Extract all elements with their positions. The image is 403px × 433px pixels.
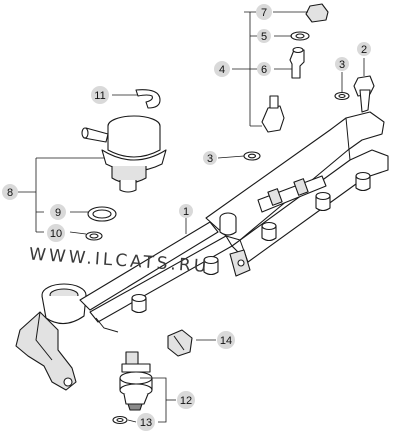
seal-13[interactable] (112, 415, 128, 425)
svg-text:11: 11 (94, 90, 105, 102)
injector-12[interactable] (119, 351, 153, 411)
svg-text:14: 14 (220, 335, 232, 347)
washer-3-b[interactable] (334, 91, 350, 101)
svg-text:4: 4 (219, 64, 225, 76)
svg-text:3: 3 (339, 59, 345, 71)
callout-2[interactable]: 2 (357, 42, 371, 56)
callout-11[interactable]: 11 (91, 86, 109, 104)
clip-14[interactable] (167, 329, 193, 357)
svg-text:5: 5 (261, 31, 267, 43)
pressure-regulator[interactable] (81, 115, 167, 193)
callout-5[interactable]: 5 (257, 29, 271, 43)
callout-1[interactable]: 1 (179, 204, 193, 218)
callout-3-upper[interactable]: 3 (335, 57, 349, 71)
leader-lines (18, 11, 365, 423)
svg-text:2: 2 (361, 44, 367, 56)
valve-6[interactable] (289, 46, 305, 79)
callout-10[interactable]: 10 (47, 224, 65, 242)
fuel-rail[interactable] (15, 111, 389, 391)
svg-text:9: 9 (55, 207, 61, 219)
callout-12[interactable]: 12 (177, 391, 195, 409)
callout-3-middle[interactable]: 3 (203, 151, 217, 165)
svg-text:7: 7 (261, 7, 267, 19)
washer-3-a[interactable] (243, 151, 261, 161)
washer-10[interactable] (85, 231, 103, 241)
svg-text:10: 10 (50, 228, 62, 240)
union-4[interactable] (261, 95, 285, 133)
svg-text:3: 3 (207, 153, 213, 165)
callout-8[interactable]: 8 (2, 184, 18, 200)
bolt-2[interactable] (353, 75, 375, 113)
svg-text:8: 8 (7, 187, 13, 199)
svg-text:6: 6 (261, 64, 267, 76)
svg-text:1: 1 (183, 206, 189, 218)
fitting-cap-7[interactable] (305, 3, 329, 23)
callout-6[interactable]: 6 (257, 62, 271, 76)
callout-13[interactable]: 13 (137, 413, 155, 431)
callout-14[interactable]: 14 (217, 331, 235, 349)
callout-7[interactable]: 7 (256, 4, 272, 20)
seal-5[interactable] (290, 31, 310, 41)
callout-4[interactable]: 4 (214, 61, 230, 77)
svg-text:12: 12 (180, 395, 192, 407)
callout-9[interactable]: 9 (50, 204, 66, 220)
svg-text:13: 13 (140, 417, 152, 429)
o-ring-9[interactable] (87, 206, 117, 222)
clip-11[interactable] (135, 89, 161, 109)
